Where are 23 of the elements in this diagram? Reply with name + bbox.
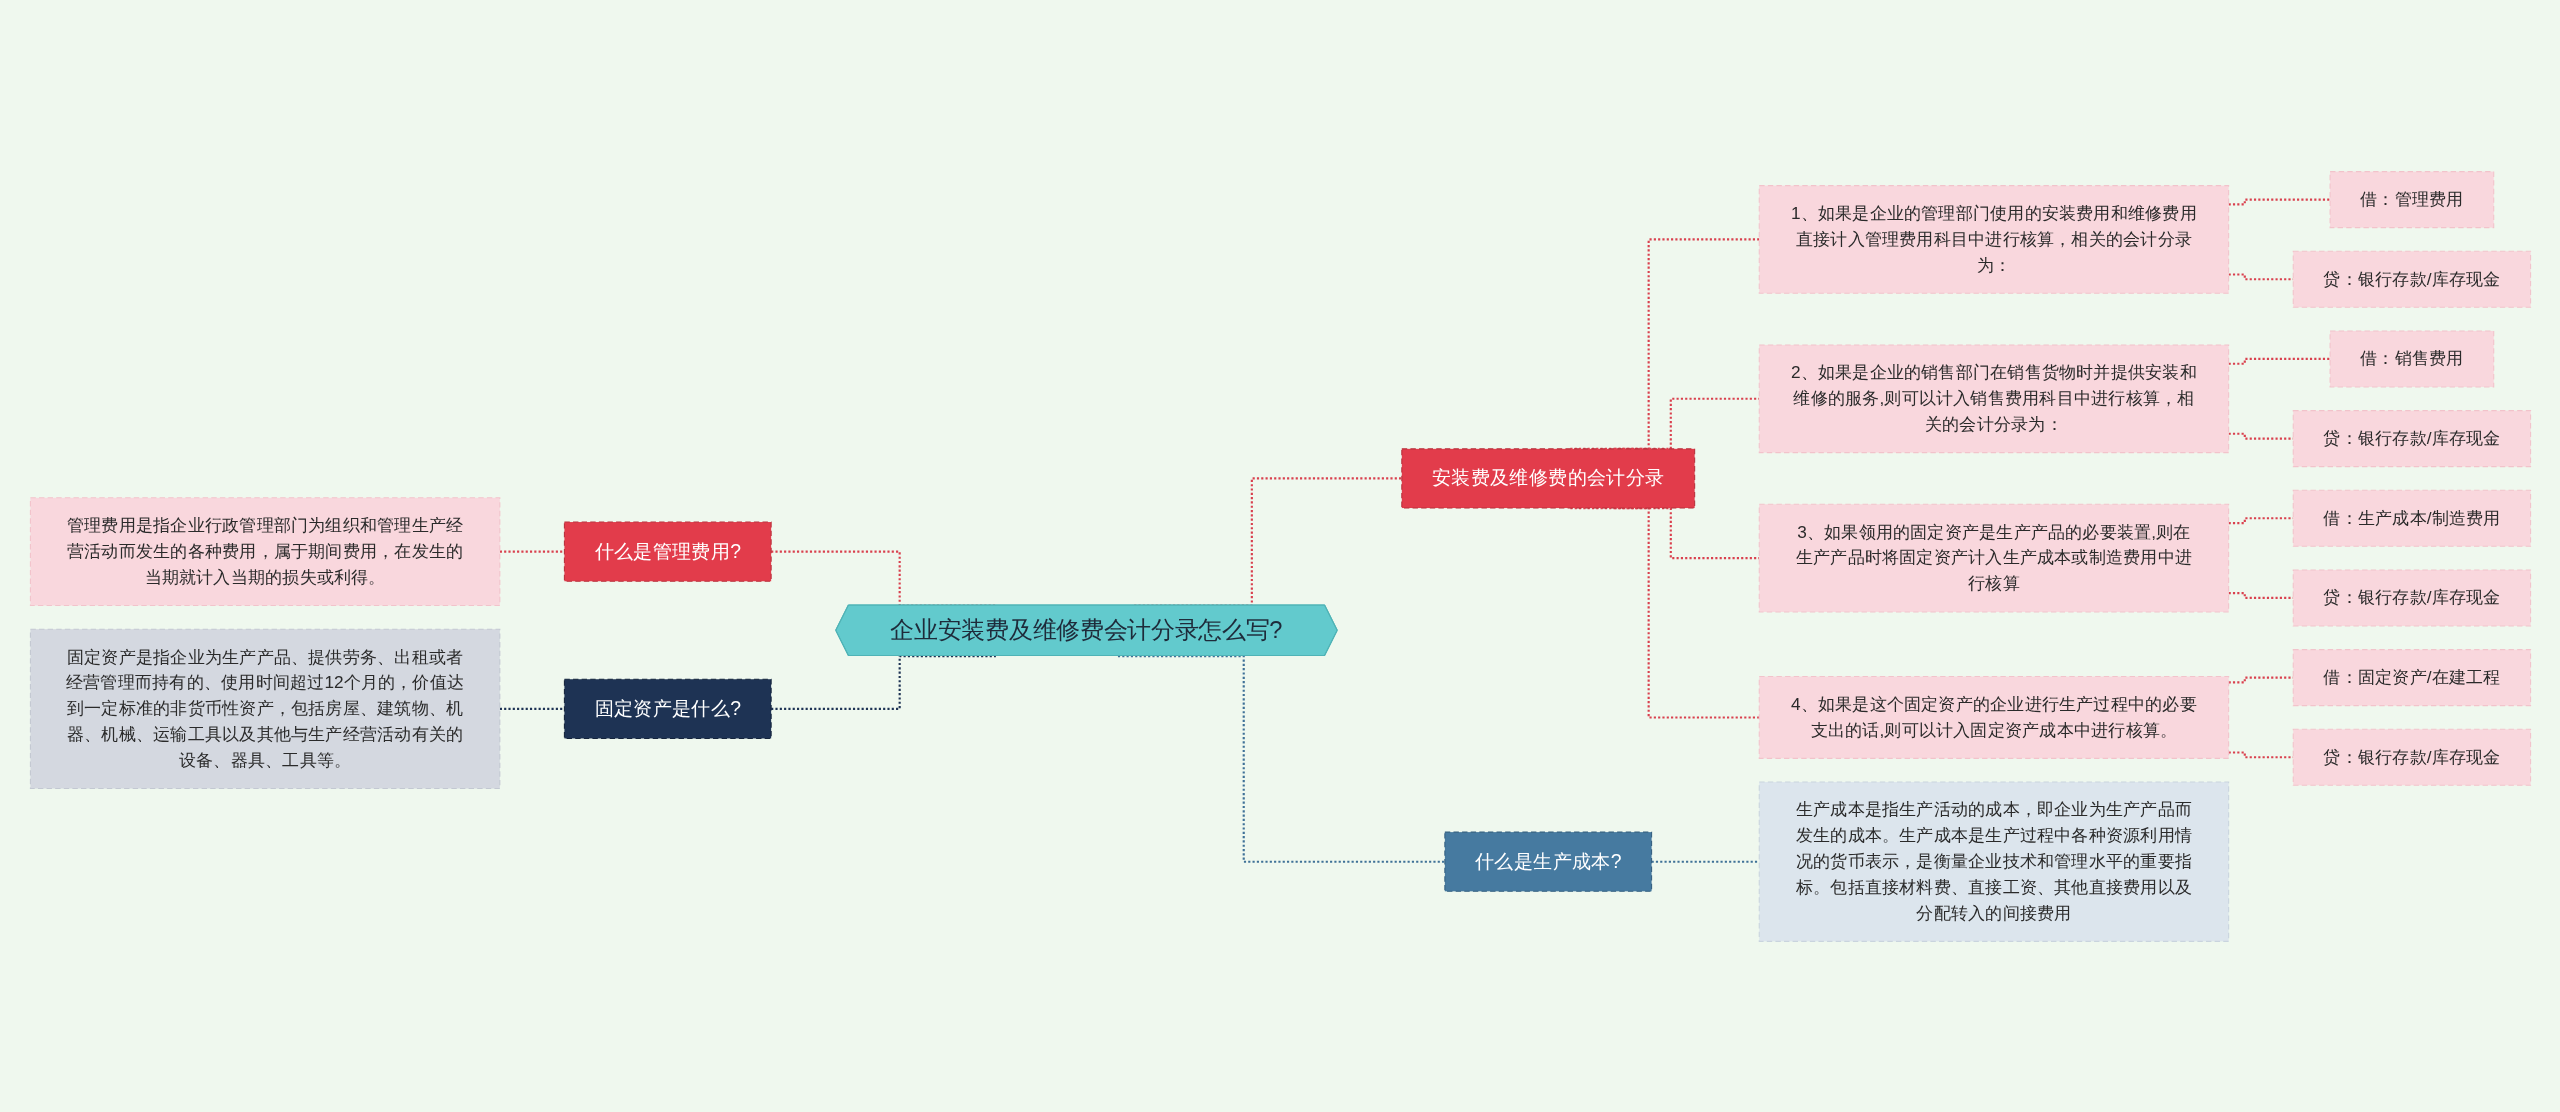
node-box: 借：管理费用	[2329, 170, 2494, 228]
connector	[2228, 750, 2293, 758]
node-box: 安装费及维修费的会计分录	[1400, 447, 1695, 509]
node-box: 2、如果是企业的销售部门在销售货物时并提供安装和维修的服务,则可以计入销售费用科目中进行核算，相关的会计分录为：	[1758, 343, 2229, 453]
node-box: 管理费用是指企业行政管理部门为组织和管理生产经营活动而发生的各种费用，属于期间费用，在发生的当期就计入当期的损失或利得。	[29, 496, 500, 606]
node-box: 借：生产成本/制造费用	[2292, 489, 2531, 547]
connector	[770, 654, 996, 710]
node-box: 贷：银行存款/库存现金	[2292, 250, 2531, 308]
node-box: 借：固定资产/在建工程	[2292, 648, 2531, 706]
node-box: 生产成本是指生产活动的成本，即企业为生产产品而发生的成本。生产成本是生产过程中各种资源利用情况的货币表示，是衡量企业技术和管理水平的重要指标。包括直接材料费、直接工资、其他直接费用以及分配转入的间接费用	[1758, 781, 2229, 942]
node-box: 3、如果领用的固定资产是生产产品的必要装置,则在生产产品时将固定资产计入生产成本或制造费用中进行核算	[1758, 503, 2229, 612]
node-box: 贷：银行存款/库存现金	[2292, 568, 2531, 626]
node-box: 什么是管理费用?	[563, 521, 772, 582]
node-box: 什么是生产成本?	[1443, 831, 1652, 892]
node-box: 贷：银行存款/库存现金	[2292, 728, 2531, 786]
node-box: 贷：银行存款/库存现金	[2292, 409, 2531, 467]
node-box: 4、如果是这个固定资产的企业进行生产过程中的必要支出的话,则可以计入固定资产成本中进行核算。	[1758, 675, 2229, 759]
connector	[2228, 676, 2293, 683]
connector	[1614, 506, 1759, 559]
node-box: 1、如果是企业的管理部门使用的安装费用和维修费用直接计入管理费用科目中进行核算，相关的会计分录为：	[1758, 184, 2229, 294]
node-box: 固定资产是指企业为生产产品、提供劳务、出租或者经营管理而持有的、使用时间超过12个月的，价值达到一定标准的非货币性资产，包括房屋、建筑物、机器、机械、运输工具以及其他与生产经营活动有关的设备、器具、工具等。	[29, 628, 500, 789]
node-box: 固定资产是什么?	[563, 678, 772, 739]
node-box: 借：销售费用	[2329, 329, 2494, 387]
